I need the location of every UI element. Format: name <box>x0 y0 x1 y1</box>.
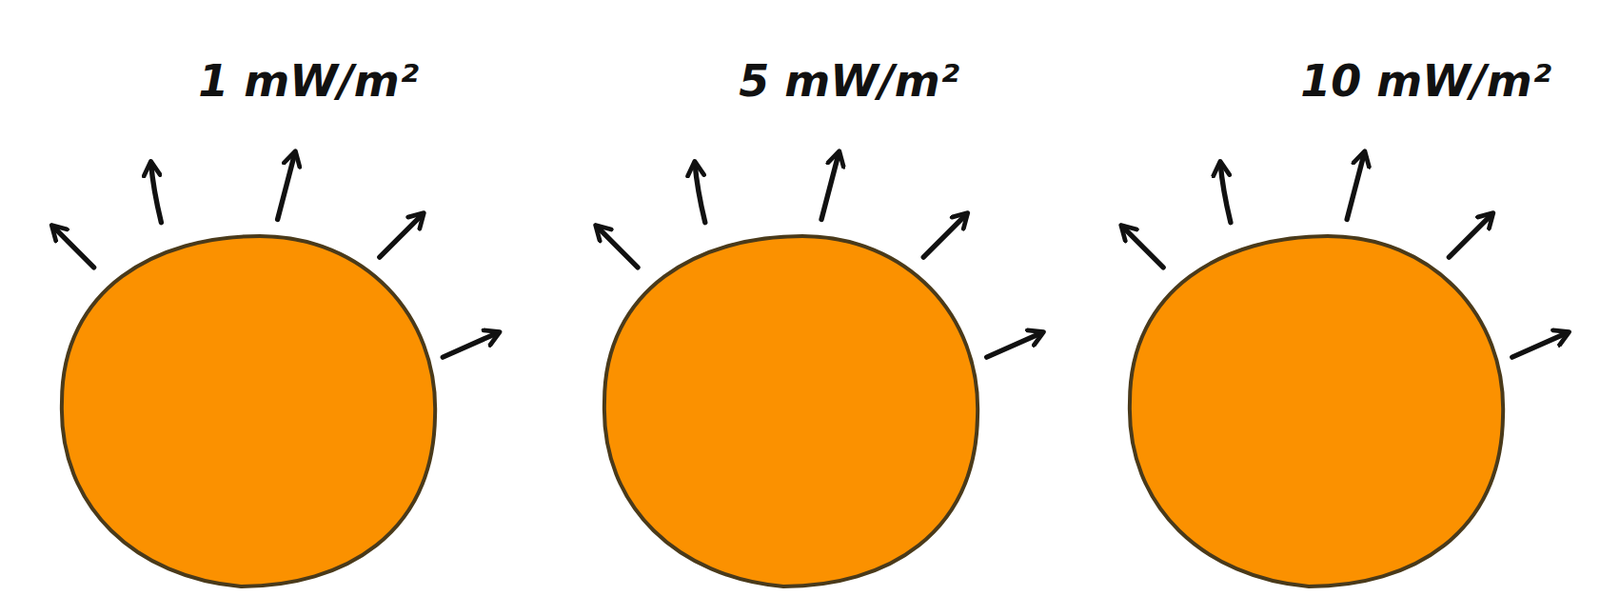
orange-body <box>594 38 991 596</box>
body-outline <box>61 236 435 587</box>
body-outline <box>1129 236 1503 587</box>
radiating-body: 1 mW/m² <box>52 38 449 596</box>
radiating-body: 5 mW/m² <box>594 38 991 596</box>
intensity-label: 10 mW/m² <box>1300 57 1552 106</box>
body-outline <box>604 236 978 587</box>
orange-body <box>1120 38 1517 596</box>
intensity-label: 1 mW/m² <box>197 57 419 106</box>
radiating-body: 10 mW/m² <box>1120 38 1517 596</box>
intensity-label: 5 mW/m² <box>738 57 960 106</box>
orange-body <box>52 38 449 596</box>
